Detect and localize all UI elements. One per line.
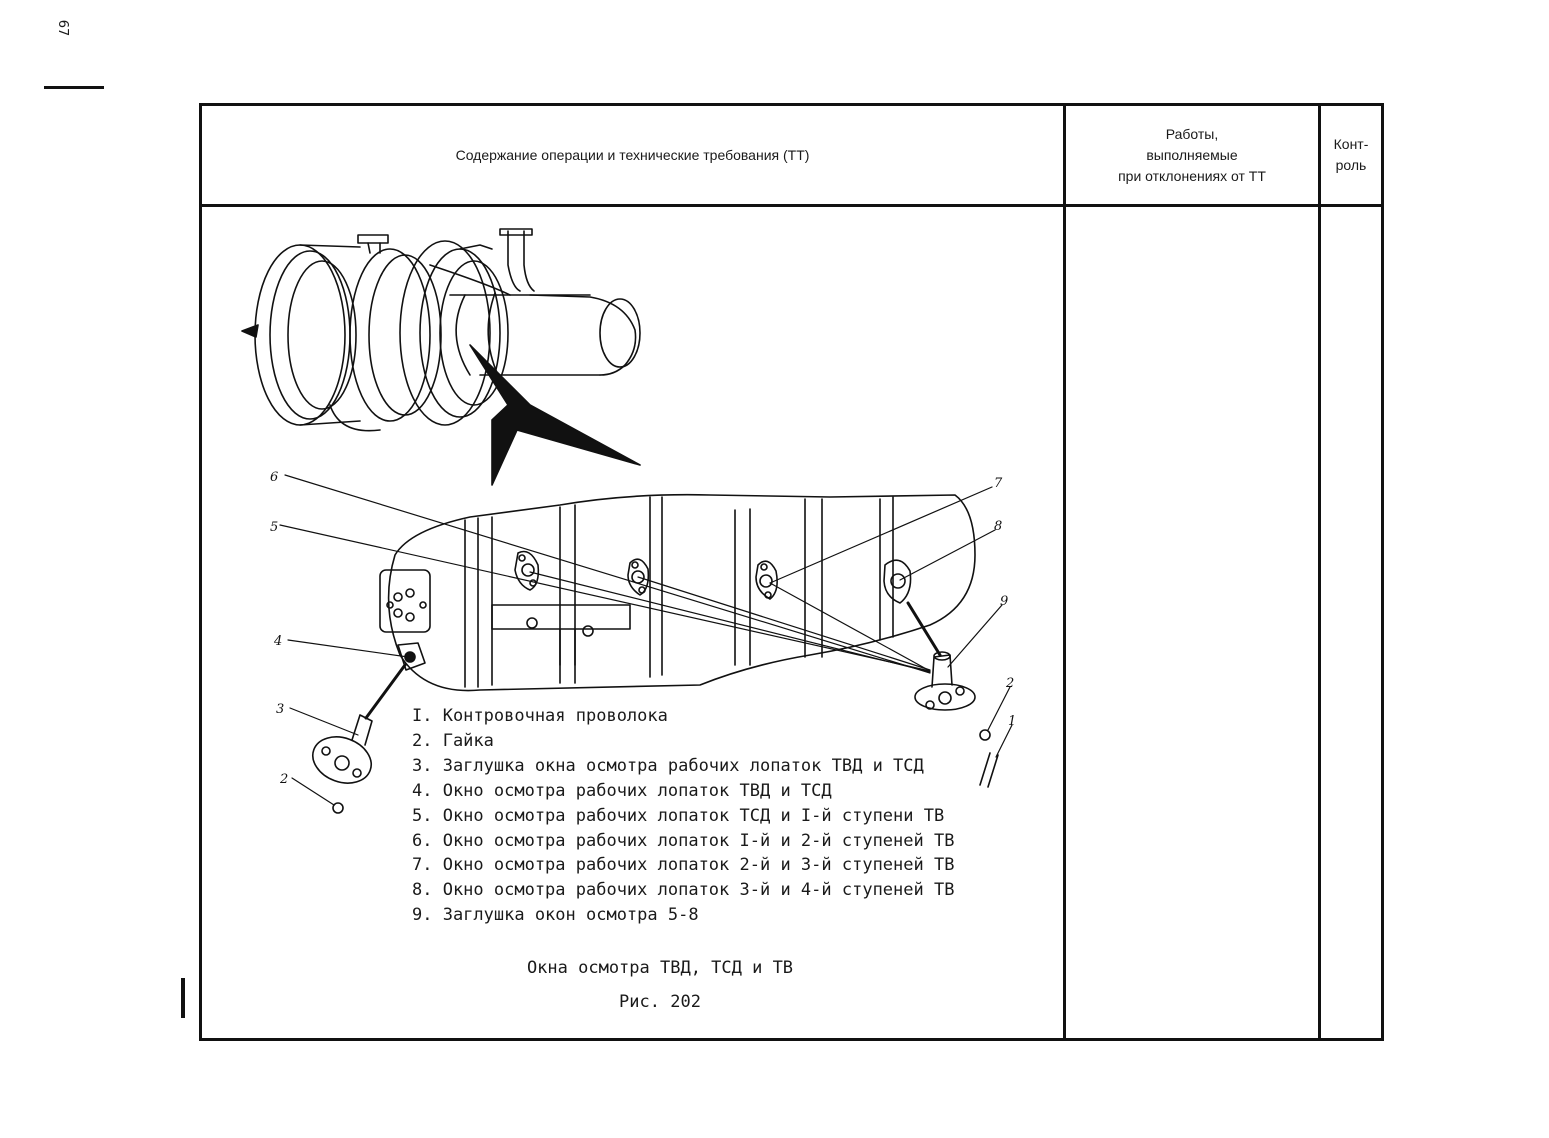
legend-item: I. Контровочная проволока	[412, 706, 668, 726]
legend-item: 6. Окно осмотра рабочих лопаток I-й и 2-…	[412, 830, 955, 851]
callout-2-right: 2	[1005, 676, 1014, 691]
callout-7: 7	[994, 476, 1003, 491]
callout-4: 4	[273, 634, 282, 649]
inspection-panel	[379, 493, 976, 692]
callout-5: 5	[270, 520, 278, 535]
callout-9: 9	[1000, 594, 1008, 609]
header-control-label: Конт- роль	[1333, 136, 1369, 173]
margin-bar	[181, 978, 185, 1018]
legend-item: 4. Окно осмотра рабочих лопаток ТВД и ТС…	[412, 780, 832, 801]
legend-item: 7. Окно осмотра рабочих лопаток 2-й и 3-…	[412, 855, 955, 876]
legend-item: 5. Окно осмотра рабочих лопаток ТСД и I-…	[412, 805, 945, 826]
header-deviations: Работы, выполняемые при отклонениях от Т…	[1066, 106, 1318, 204]
figure-number: Рис. 202	[619, 992, 701, 1012]
plug-9	[906, 601, 999, 788]
plug-3	[312, 663, 407, 814]
callout-2: 2	[279, 772, 288, 787]
legend-item: 8. Окно осмотра рабочих лопаток 3-й и 4-…	[412, 880, 955, 901]
engine-overview	[241, 228, 641, 486]
header-operations-label: Содержание операции и технические требов…	[455, 146, 810, 163]
header-deviations-label: Работы, выполняемые при отклонениях от Т…	[1118, 125, 1266, 184]
engine-drawing: 6 5 4 3 2 1 7 8 9 2 1	[241, 228, 1016, 814]
callout-1-right: 1	[1008, 714, 1016, 729]
header-rule	[202, 204, 1381, 207]
callout-8: 8	[994, 519, 1002, 534]
legend-item: 3. Заглушка окна осмотра рабочих лопаток…	[412, 755, 924, 776]
margin-rule	[44, 86, 104, 89]
operation-table: Содержание операции и технические требов…	[199, 103, 1384, 1041]
callout-3: 3	[276, 702, 284, 717]
page-number: 67	[55, 19, 70, 37]
header-operations: Содержание операции и технические требов…	[202, 106, 1063, 204]
legend-item: 9. Заглушка окон осмотра 5-8	[412, 905, 699, 926]
figure-title: Окна осмотра ТВД, ТСД и ТВ	[526, 958, 794, 978]
legend-list: I. Контровочная проволока 2. Гайка 3. За…	[412, 704, 954, 928]
legend-item: 2. Гайка	[412, 730, 494, 751]
header-control: Конт- роль	[1321, 106, 1381, 204]
column-divider	[1318, 106, 1321, 1038]
column-divider	[1063, 106, 1066, 1038]
callout-6: 6	[270, 470, 278, 485]
leader-lines	[279, 474, 1013, 806]
